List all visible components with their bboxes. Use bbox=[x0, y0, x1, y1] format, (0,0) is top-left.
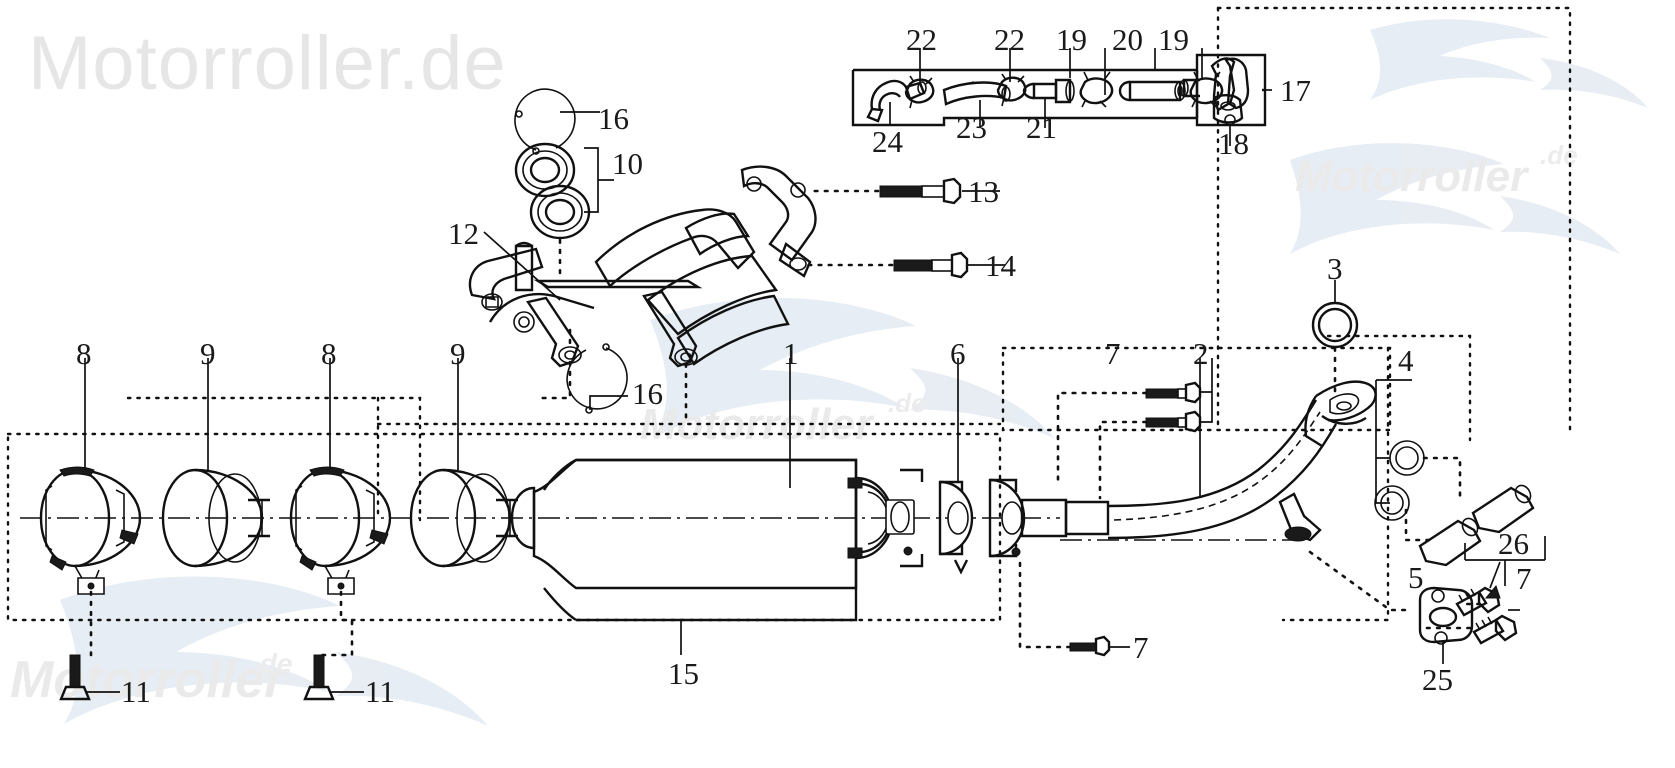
callout-11-b: 11 bbox=[365, 674, 395, 709]
callout-8-a: 8 bbox=[76, 336, 92, 371]
leader-lines bbox=[84, 48, 1546, 693]
pipe-joint-21 bbox=[1022, 78, 1075, 104]
callout-6: 6 bbox=[950, 336, 966, 371]
exhaust-gasket-6 bbox=[938, 478, 1026, 575]
circlip-16a bbox=[514, 88, 576, 155]
secondary-air-valve-18 bbox=[1179, 57, 1250, 126]
callout-9-a: 9 bbox=[200, 336, 216, 371]
callout-17: 17 bbox=[1280, 73, 1311, 108]
washers-4 bbox=[1374, 440, 1425, 521]
callout-2: 2 bbox=[1193, 336, 1209, 371]
bent-hose-23 bbox=[942, 81, 1011, 106]
callout-22-a: 22 bbox=[906, 22, 937, 57]
engine-hanger-bracket-12 bbox=[468, 165, 817, 368]
callout-20: 20 bbox=[1112, 22, 1143, 57]
callout-5: 5 bbox=[1408, 560, 1424, 595]
callout-8-b: 8 bbox=[321, 336, 337, 371]
callout-25: 25 bbox=[1422, 662, 1453, 697]
elbow-pipe-24 bbox=[866, 79, 927, 123]
exhaust-port-gasket-3 bbox=[1311, 301, 1359, 349]
heat-shield-ring-9b bbox=[409, 468, 518, 568]
callout-21: 21 bbox=[1026, 110, 1057, 145]
callout-16-top: 16 bbox=[598, 101, 629, 136]
callout-3: 3 bbox=[1327, 251, 1343, 286]
callout-9-b: 9 bbox=[450, 336, 466, 371]
flange-bolt-14 bbox=[893, 251, 969, 279]
hose-tube-20 bbox=[1118, 80, 1186, 102]
secondary-air-detail-box bbox=[851, 53, 1267, 127]
group-box-header bbox=[1001, 346, 1392, 432]
callout-19-b: 19 bbox=[1158, 22, 1189, 57]
bolt-7c bbox=[1069, 635, 1111, 657]
dotted-connectors bbox=[89, 189, 1482, 657]
callout-24: 24 bbox=[872, 124, 903, 159]
exhaust-flange-plate-25 bbox=[1418, 586, 1474, 645]
hose-clip-22a bbox=[904, 75, 935, 109]
bolt-7a bbox=[1145, 381, 1202, 404]
bearing-pair-10 bbox=[514, 142, 591, 240]
group-box-muffler bbox=[6, 432, 1002, 622]
callout-23: 23 bbox=[956, 110, 987, 145]
flange-bolt-13 bbox=[879, 177, 962, 205]
exhaust-header-pipe-2 bbox=[1020, 380, 1377, 542]
group-box-flange bbox=[1281, 346, 1390, 622]
heat-shield-clamp-8b bbox=[289, 466, 392, 595]
callout-7-c: 7 bbox=[1133, 630, 1149, 665]
group-box-right-top bbox=[1216, 6, 1572, 432]
callout-26: 26 bbox=[1498, 526, 1529, 561]
exhaust-studs-5 bbox=[1418, 484, 1535, 567]
muffler-body bbox=[510, 458, 924, 622]
callout-12: 12 bbox=[448, 216, 479, 251]
callout-16-bottom: 16 bbox=[632, 376, 663, 411]
bolt-26b bbox=[1472, 614, 1518, 645]
heat-shield-clamp-8a bbox=[39, 466, 142, 595]
hose-clamp-19a bbox=[1079, 71, 1114, 108]
callout-19-a: 19 bbox=[1056, 22, 1087, 57]
callout-4: 4 bbox=[1398, 343, 1414, 378]
callout-15: 15 bbox=[668, 656, 699, 691]
group-box-flange2 bbox=[1326, 334, 1472, 442]
callout-7-a: 7 bbox=[1105, 336, 1121, 371]
callout-18: 18 bbox=[1218, 126, 1249, 161]
callout-13: 13 bbox=[968, 174, 999, 209]
group-box-clamp-8a bbox=[126, 396, 422, 522]
callout-22-b: 22 bbox=[994, 22, 1025, 57]
hose-clip-22b bbox=[996, 73, 1027, 107]
callout-1: 1 bbox=[783, 336, 799, 371]
callout-11-a: 11 bbox=[121, 674, 151, 709]
bolt-11a bbox=[59, 654, 91, 701]
callout-7-b: 7 bbox=[1516, 561, 1532, 596]
callout-10: 10 bbox=[612, 146, 643, 181]
heat-shield-ring-9a bbox=[161, 468, 270, 568]
bolt-7b bbox=[1145, 410, 1202, 433]
callout-14: 14 bbox=[985, 248, 1016, 283]
bolt-11b bbox=[303, 654, 335, 701]
